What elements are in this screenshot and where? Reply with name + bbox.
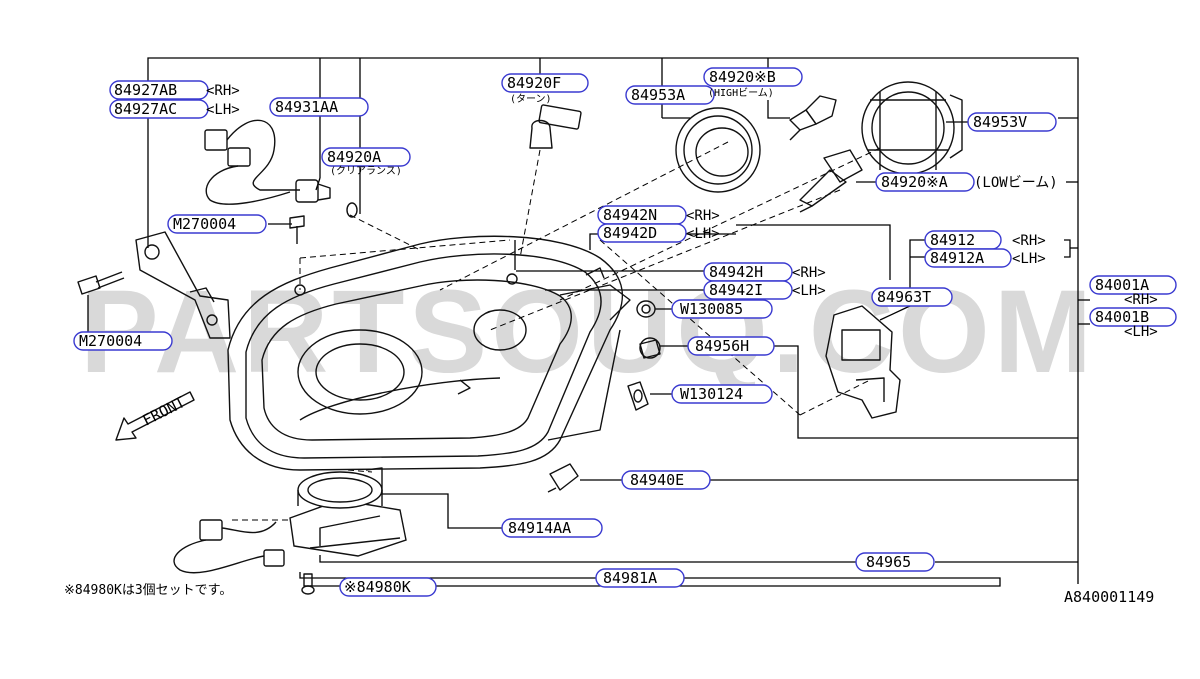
part-label-84931AA[interactable]: 84931AA <box>269 97 369 117</box>
svg-text:84001A: 84001A <box>1095 276 1149 294</box>
bracket-84940e <box>547 463 579 493</box>
part-label-84914AA[interactable]: 84914AA <box>501 518 603 538</box>
svg-text:84912A: 84912A <box>930 249 984 267</box>
svg-text:84981A: 84981A <box>603 569 657 587</box>
screw-icon <box>289 215 305 244</box>
screw-84980k <box>301 573 315 595</box>
part-label-84920F[interactable]: 84920F (ターン) <box>501 73 589 105</box>
svg-text:<RH>: <RH> <box>206 83 240 99</box>
front-arrow: FRONT <box>115 391 195 441</box>
part-label-84927AC[interactable]: 84927AC <LH> <box>109 99 240 119</box>
turn-bulb <box>529 104 582 149</box>
svg-text:84920F: 84920F <box>507 74 561 92</box>
svg-text:84942H: 84942H <box>709 263 763 281</box>
svg-text:84953V: 84953V <box>973 113 1027 131</box>
part-label-84965[interactable]: 84965 <box>855 552 935 572</box>
svg-text:<LH>: <LH> <box>1124 324 1158 340</box>
svg-text:M270004: M270004 <box>79 332 142 350</box>
svg-text:※84980K: ※84980K <box>344 578 411 596</box>
svg-text:84920※B: 84920※B <box>709 68 776 86</box>
front-label: FRONT <box>140 393 188 430</box>
svg-text:84001B: 84001B <box>1095 308 1149 326</box>
svg-text:84963T: 84963T <box>877 288 931 306</box>
part-label-84963T[interactable]: 84963T <box>871 287 953 307</box>
part-label-84942I[interactable]: 84942I <LH> <box>703 280 826 300</box>
svg-text:<LH>: <LH> <box>792 283 826 299</box>
svg-text:84920※A: 84920※A <box>881 173 948 191</box>
part-label-84953V[interactable]: 84953V <box>967 112 1057 132</box>
part-label-84940E[interactable]: 84940E <box>621 470 711 490</box>
set-note: ※84980Kは3個セットです。 <box>64 583 232 598</box>
headlamp-housing <box>227 235 631 471</box>
svg-text:(クリアランス): (クリアランス) <box>330 165 402 177</box>
svg-text:84965: 84965 <box>866 553 911 571</box>
svg-text:(ターン): (ターン) <box>510 93 552 105</box>
part-label-84920A-low[interactable]: 84920※A (LOWビーム) <box>875 172 1058 192</box>
part-label-84927AB[interactable]: 84927AB <RH> <box>109 80 240 100</box>
svg-text:(LOWビーム): (LOWビーム) <box>974 175 1058 191</box>
svg-text:<RH>: <RH> <box>1124 292 1158 308</box>
part-label-84920A[interactable]: 84920A (クリアランス) <box>321 147 411 177</box>
part-label-84981A[interactable]: 84981A <box>595 568 685 588</box>
svg-text:<RH>: <RH> <box>792 265 826 281</box>
svg-text:84912: 84912 <box>930 231 975 249</box>
svg-text:W130085: W130085 <box>680 300 743 318</box>
svg-text:84956H: 84956H <box>695 337 749 355</box>
svg-text:84920A: 84920A <box>327 148 381 166</box>
part-label-84001A[interactable]: 84001A <RH> <box>1089 275 1177 308</box>
part-label-84980K[interactable]: ※84980K <box>339 577 437 597</box>
part-label-84912A[interactable]: 84912A <LH> <box>924 248 1046 268</box>
svg-text:84914AA: 84914AA <box>508 519 571 537</box>
part-label-84001B[interactable]: 84001B <LH> <box>1089 307 1177 340</box>
part-label-M270004-top[interactable]: M270004 <box>167 214 267 234</box>
ballast-unit <box>289 467 407 557</box>
part-label-W130085[interactable]: W130085 <box>671 299 773 319</box>
bulb-cover <box>861 81 963 175</box>
svg-text:84927AB: 84927AB <box>114 81 177 99</box>
svg-text:<LH>: <LH> <box>1012 251 1046 267</box>
svg-text:<LH>: <LH> <box>686 226 720 242</box>
svg-text:(HIGHビーム): (HIGHビーム) <box>708 87 774 99</box>
part-label-84953A[interactable]: 84953A <box>625 85 715 105</box>
clip-w130124 <box>627 381 649 411</box>
svg-text:84940E: 84940E <box>630 471 684 489</box>
ballast-harness <box>173 519 285 574</box>
part-label-M270004-left[interactable]: M270004 <box>73 331 173 351</box>
clearance-socket-harness <box>204 119 358 218</box>
leader-lines <box>87 57 1090 587</box>
part-label-84942H[interactable]: 84942H <RH> <box>703 262 826 282</box>
high-beam-bulb <box>789 95 837 141</box>
svg-text:W130124: W130124 <box>680 385 743 403</box>
part-label-84920B[interactable]: 84920※B (HIGHビーム) <box>703 67 803 99</box>
svg-text:84942N: 84942N <box>603 206 657 224</box>
drawing-reference: A840001149 <box>1064 588 1154 606</box>
part-label-84956H[interactable]: 84956H <box>687 336 775 356</box>
clip-w130085 <box>636 300 656 318</box>
grommet-84956h <box>639 337 661 359</box>
part-label-84942N[interactable]: 84942N <RH> <box>597 205 720 225</box>
bolt-icon <box>77 271 125 295</box>
mounting-bracket <box>135 231 231 339</box>
svg-text:84942I: 84942I <box>709 281 763 299</box>
part-label-84942D[interactable]: 84942D <LH> <box>597 223 720 243</box>
svg-text:84942D: 84942D <box>603 224 657 242</box>
svg-text:84927AC: 84927AC <box>114 100 177 118</box>
low-beam-bulb <box>799 149 863 213</box>
svg-text:<RH>: <RH> <box>686 208 720 224</box>
part-label-84912[interactable]: 84912 <RH> <box>924 230 1046 250</box>
svg-text:M270004: M270004 <box>173 215 236 233</box>
svg-text:84931AA: 84931AA <box>275 98 338 116</box>
igniter-bracket <box>825 305 901 419</box>
svg-text:<RH>: <RH> <box>1012 233 1046 249</box>
svg-text:<LH>: <LH> <box>206 102 240 118</box>
rubber-ring <box>675 107 761 193</box>
part-label-W130124[interactable]: W130124 <box>671 384 773 404</box>
svg-text:84953A: 84953A <box>631 86 685 104</box>
